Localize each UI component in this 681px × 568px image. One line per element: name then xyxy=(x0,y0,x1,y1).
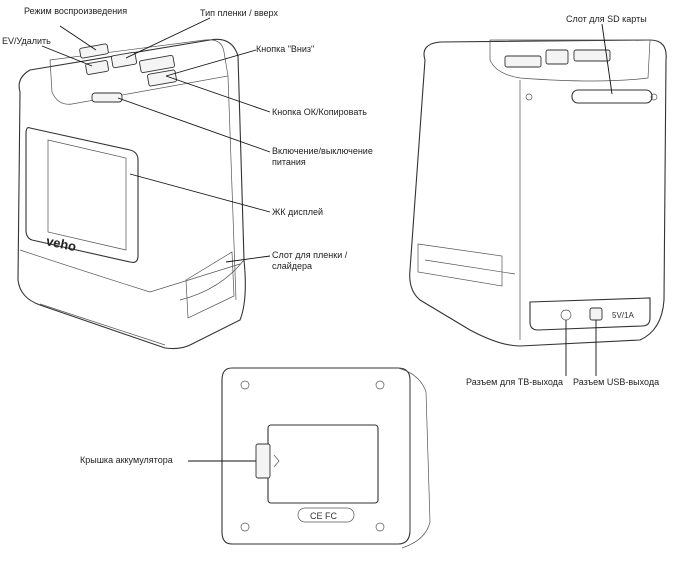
label-down-button: Кнопка "Вниз" xyxy=(256,44,315,54)
back-top-panel xyxy=(489,39,651,82)
front-view: veho xyxy=(17,38,246,350)
ok-copy-button xyxy=(139,55,175,73)
front-leader-lines xyxy=(41,17,271,263)
back-screw-left xyxy=(525,93,533,101)
label-lcd: ЖК дисплей xyxy=(272,207,323,217)
label-sd-slot: Слот для SD карты xyxy=(566,14,647,24)
bottom-screw-tr xyxy=(375,380,385,390)
sd-card-slot xyxy=(571,89,653,104)
back-button-right xyxy=(573,49,611,62)
power-button xyxy=(91,92,123,103)
label-ok-copy: Кнопка ОК/Копировать xyxy=(272,107,367,117)
battery-cover-arrow xyxy=(273,454,280,468)
bottom-screw-tl xyxy=(240,380,250,390)
front-base xyxy=(19,249,241,346)
bottom-cert-plate xyxy=(297,507,355,523)
bottom-side-face xyxy=(397,367,431,549)
label-film-type-up: Тип пленки / вверх xyxy=(200,8,278,18)
back-button-mid xyxy=(545,49,569,65)
label-playback-mode: Режим воспроизведения xyxy=(24,6,128,16)
back-button-left xyxy=(504,55,542,68)
label-tv-out: Разъем для ТВ-выхода xyxy=(466,377,563,387)
label-usb-out: Разъем USB-выхода xyxy=(573,377,660,387)
back-screw-right xyxy=(650,93,658,101)
back-film-slot xyxy=(417,243,503,287)
bottom-screw-bl xyxy=(240,522,250,532)
usb-out-jack xyxy=(589,307,603,321)
label-battery-cover: Крышка аккумулятора xyxy=(80,455,173,465)
back-side-edge xyxy=(424,80,521,340)
down-button xyxy=(147,69,177,87)
bottom-view: CE FC xyxy=(221,367,431,549)
lcd-screen xyxy=(47,139,127,251)
ev-delete-button xyxy=(85,60,110,75)
back-body-outline xyxy=(409,39,667,347)
front-film-slot xyxy=(185,251,235,319)
playback-mode-button xyxy=(79,43,109,59)
label-film-slot: Слот для пленки /слайдера xyxy=(272,250,348,271)
battery-cover xyxy=(267,424,379,504)
brand-logo: veho xyxy=(45,233,78,254)
lcd-bezel xyxy=(25,127,139,263)
back-view: 5V/1A xyxy=(409,39,667,347)
label-ev-delete: EV/Удалить xyxy=(2,36,51,46)
back-leader-lines xyxy=(565,23,613,376)
bottom-screw-br xyxy=(375,522,385,532)
bottom-marking: CE FC xyxy=(310,511,338,521)
label-power: Включение/выключение питания xyxy=(272,146,373,167)
port-marking: 5V/1A xyxy=(612,311,634,320)
battery-cover-latch xyxy=(255,443,271,479)
